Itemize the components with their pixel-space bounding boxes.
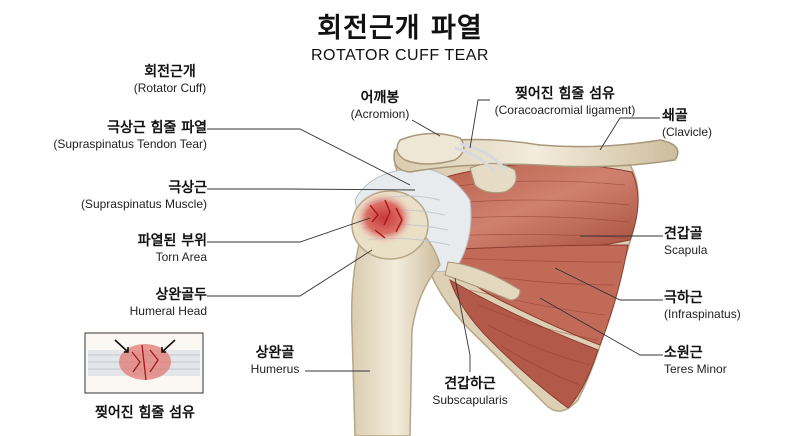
page-title: 회전근개 파열: [317, 13, 483, 44]
label-supraspinatus-tendon-tear-ko: 극상근 힘줄 파열: [107, 120, 207, 136]
scapular-spine: [444, 261, 521, 301]
inset-torn-fibers: [84, 332, 204, 394]
label-coracoacromial-ligament-ko: 찢어진 힘줄 섬유: [515, 86, 615, 102]
label-teres-minor-en: Teres Minor: [664, 362, 727, 376]
clavicle-bone: [393, 138, 679, 173]
page-subtitle: ROTATOR CUFF TEAR: [311, 47, 489, 64]
label-humerus: 상완골 Humerus: [235, 345, 315, 377]
label-supraspinatus-muscle-en: (Supraspinatus Muscle): [80, 197, 207, 211]
inset-caption: 찢어진 힘줄 섬유: [95, 405, 195, 421]
acromion-bone: [396, 132, 465, 165]
label-torn-area-en: Torn Area: [155, 250, 207, 264]
label-scapula-en: Scapula: [664, 243, 708, 257]
label-infraspinatus-ko: 극하근: [664, 290, 703, 306]
label-coracoacromial-ligament-en: (Coracoacromial ligament): [494, 103, 636, 117]
label-humeral-head-ko: 상완골두: [155, 287, 207, 303]
label-clavicle: 쇄골 (Clavicle): [662, 108, 782, 140]
coracoacromial-ligament: [454, 142, 507, 174]
label-torn-area-ko: 파열된 부위: [137, 233, 207, 249]
label-humerus-ko: 상완골: [255, 345, 295, 361]
label-coracoacromial-ligament: 찢어진 힘줄 섬유 (Coracoacromial ligament): [480, 86, 650, 118]
subscapularis-muscle: [449, 278, 599, 409]
label-rotator-cuff-ko: 회전근개: [144, 64, 196, 80]
label-clavicle-ko: 쇄골: [662, 108, 688, 124]
label-humerus-en: Humerus: [250, 362, 300, 376]
label-rotator-cuff-en: (Rotator Cuff): [133, 81, 207, 95]
label-supraspinatus-tendon-tear-en: (Supraspinatus Tendon Tear): [53, 137, 207, 151]
label-acromion-en: (Acromion): [350, 107, 410, 121]
label-humeral-head: 상완골두 Humeral Head: [20, 287, 207, 319]
label-clavicle-en: (Clavicle): [662, 125, 713, 139]
label-teres-minor: 소원근 Teres Minor: [664, 345, 784, 377]
label-subscapularis-ko: 견갑하근: [444, 376, 496, 392]
label-scapula: 견갑골 Scapula: [664, 226, 784, 258]
label-torn-area: 파열된 부위 Torn Area: [20, 233, 207, 265]
tear-site: [354, 192, 414, 244]
leader-lines: [207, 99, 663, 372]
label-acromion-ko: 어깨봉: [360, 90, 400, 106]
label-teres-minor-ko: 소원근: [664, 345, 703, 361]
label-subscapularis: 견갑하근 Subscapularis: [420, 376, 520, 408]
label-supraspinatus-muscle: 극상근 (Supraspinatus Muscle): [20, 180, 207, 212]
torn-fibers: [369, 199, 403, 239]
label-supraspinatus-muscle-ko: 극상근: [168, 180, 207, 196]
coracoid-process: [469, 162, 517, 194]
label-scapula-ko: 견갑골: [664, 226, 703, 242]
label-infraspinatus: 극하근 (Infraspinatus): [664, 290, 794, 322]
label-supraspinatus-tendon-tear: 극상근 힘줄 파열 (Supraspinatus Tendon Tear): [20, 120, 207, 152]
label-acromion: 어깨봉 (Acromion): [340, 90, 420, 122]
label-humeral-head-en: Humeral Head: [129, 304, 207, 318]
label-infraspinatus-en: (Infraspinatus): [664, 307, 741, 321]
label-subscapularis-en: Subscapularis: [432, 393, 508, 407]
label-rotator-cuff: 회전근개 (Rotator Cuff): [115, 64, 225, 96]
